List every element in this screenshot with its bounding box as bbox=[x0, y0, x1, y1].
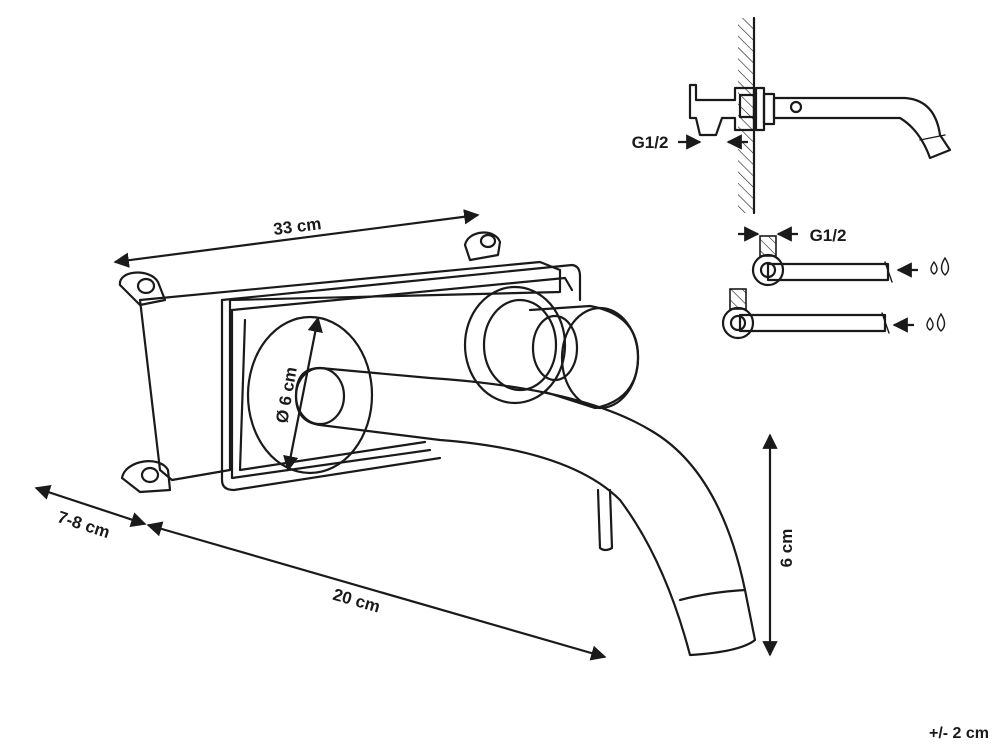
thread-label-side: G1/2 bbox=[632, 133, 669, 152]
tolerance-note: +/- 2 cm bbox=[928, 725, 989, 742]
water-drop-icon bbox=[930, 256, 950, 276]
cover-disc bbox=[246, 315, 374, 475]
mixer-handle bbox=[463, 285, 640, 410]
height-label: 6 cm bbox=[777, 529, 796, 568]
diameter-dimension-arrow bbox=[283, 316, 323, 472]
connection-view bbox=[721, 226, 950, 340]
depth-label: 7-8 cm bbox=[55, 507, 112, 542]
side-view bbox=[678, 16, 952, 215]
mounting-lug-top-left bbox=[118, 271, 167, 307]
mounting-lug-bottom-left bbox=[120, 460, 172, 494]
depth-dimension-arrow bbox=[34, 485, 147, 527]
thread-label-top: G1/2 bbox=[810, 226, 847, 245]
width-dimension-arrow bbox=[113, 209, 480, 268]
spout-length-dimension-arrow bbox=[146, 521, 607, 661]
water-drop-icon bbox=[926, 312, 946, 332]
mounting-box bbox=[118, 231, 582, 494]
